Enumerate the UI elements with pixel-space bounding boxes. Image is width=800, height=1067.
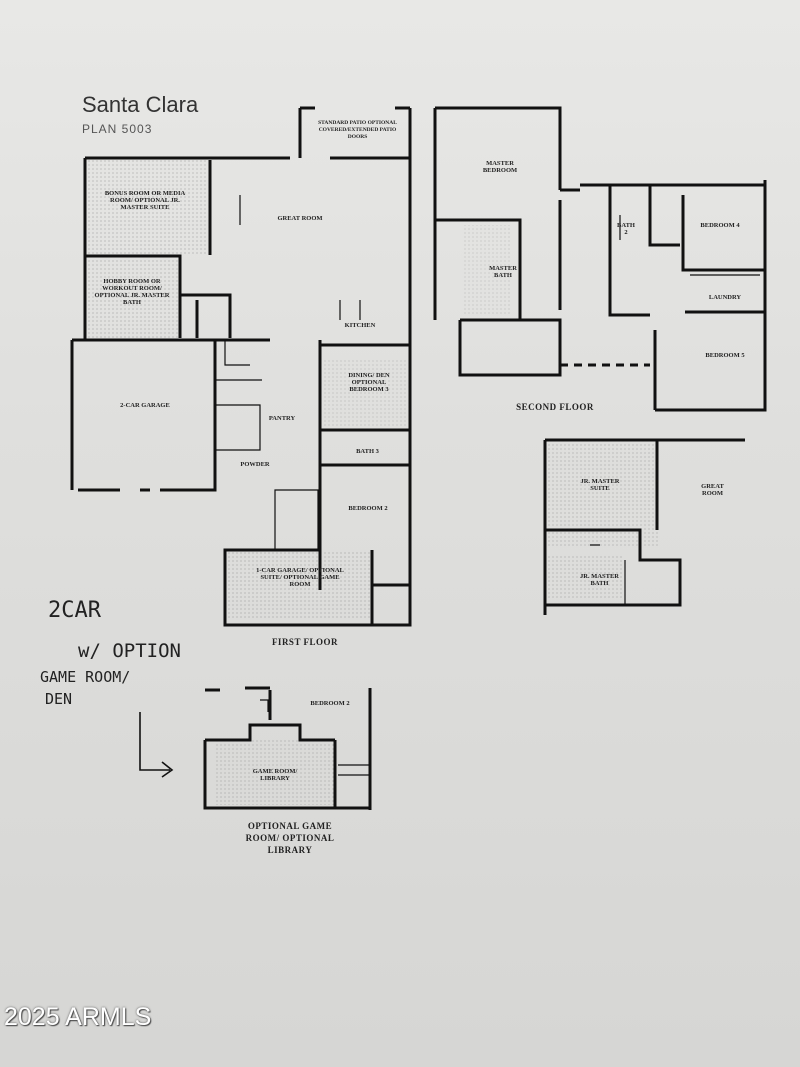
caption-second-floor: SECOND FLOOR bbox=[516, 402, 594, 412]
room-label-one-car-garage: 1-CAR GARAGE/ OPTIONAL SUITE/ OPTIONAL G… bbox=[256, 567, 344, 588]
room-label-option-great-room: GREAT ROOM bbox=[701, 483, 724, 497]
game-room-plan bbox=[203, 686, 372, 810]
room-label-laundry: LAUNDRY bbox=[708, 294, 742, 301]
optional-jr-master-plan bbox=[543, 438, 745, 615]
caption-first-floor: FIRST FLOOR bbox=[271, 637, 339, 647]
room-label-bath2: BATH 2 bbox=[617, 222, 635, 236]
room-label-pantry: PANTRY bbox=[268, 415, 296, 422]
room-label-bonus: BONUS ROOM OR MEDIA ROOM/ OPTIONAL JR. M… bbox=[104, 190, 186, 211]
room-label-dining: DINING/ DEN OPTIONAL BEDROOM 3 bbox=[348, 372, 390, 393]
room-label-bedroom2: BEDROOM 2 bbox=[348, 505, 388, 512]
room-label-garage: 2-CAR GARAGE bbox=[120, 402, 170, 409]
room-label-powder: POWDER bbox=[240, 461, 270, 468]
plan-subtitle: PLAN 5003 bbox=[82, 122, 153, 136]
room-label-master-bath: MASTER BATH bbox=[489, 265, 517, 279]
room-label-hobby: HOBBY ROOM OR WORKOUT ROOM/ OPTIONAL JR.… bbox=[94, 278, 170, 306]
room-label-bath3: BATH 3 bbox=[356, 448, 379, 455]
room-label-jr-master-bath: JR. MASTER BATH bbox=[579, 573, 619, 587]
plan-title: Santa Clara bbox=[82, 92, 199, 117]
room-label-great-room: GREAT ROOM bbox=[277, 215, 323, 222]
room-label-bedroom5: BEDROOM 5 bbox=[705, 352, 745, 359]
room-label-game-library: GAME ROOM/ LIBRARY bbox=[252, 768, 298, 782]
handwritten-note-line3: GAME ROOM/ bbox=[40, 668, 131, 686]
handwritten-note-line4: DEN bbox=[45, 690, 73, 708]
copyright-watermark: 2025 ARMLS bbox=[4, 1003, 152, 1031]
caption-game-room: OPTIONAL GAME ROOM/ OPTIONAL LIBRARY bbox=[245, 821, 335, 855]
room-label-jr-master-suite: JR. MASTER SUITE bbox=[580, 478, 620, 492]
room-label-bedroom4: BEDROOM 4 bbox=[700, 222, 740, 229]
room-label-master-bedroom: MASTER BEDROOM bbox=[482, 160, 518, 174]
room-label-patio: STANDARD PATIO OPTIONAL COVERED/EXTENDED… bbox=[318, 120, 397, 140]
room-label-kitchen: KITCHEN bbox=[344, 322, 376, 329]
handwritten-note-line2: w/ OPTION bbox=[78, 640, 181, 662]
handwritten-note-line1: 2CAR bbox=[48, 598, 101, 623]
first-floor-plan bbox=[70, 106, 412, 627]
second-floor-plan bbox=[433, 106, 767, 412]
room-label-game-bedroom2: BEDROOM 2 bbox=[310, 700, 350, 707]
